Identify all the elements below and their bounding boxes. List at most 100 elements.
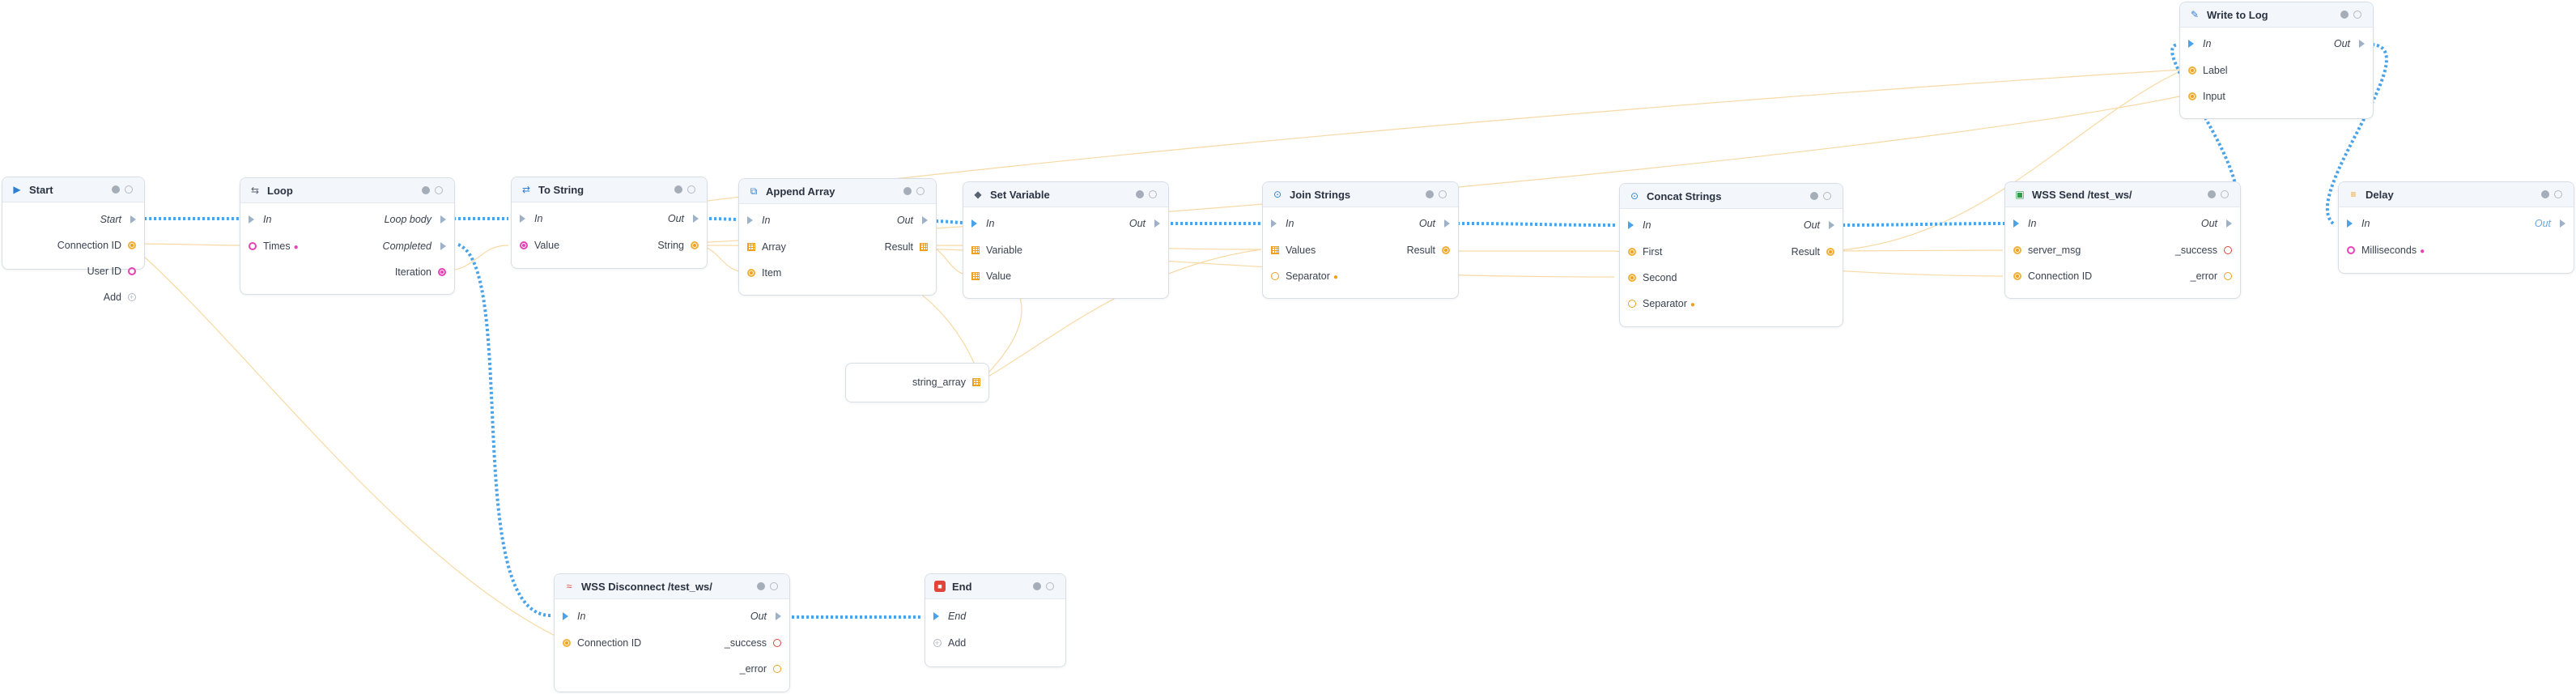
settings-icon[interactable]: [435, 186, 443, 194]
port-connection-id[interactable]: Connection ID: [555, 637, 668, 649]
exec-pin-icon[interactable]: [1829, 221, 1834, 229]
data-pin-icon[interactable]: [2224, 272, 2232, 280]
data-pin-icon[interactable]: [2188, 92, 2196, 100]
port-in[interactable]: In: [739, 214, 820, 227]
settings-icon[interactable]: [2554, 190, 2562, 198]
port-iteration[interactable]: Iteration: [333, 266, 454, 279]
info-icon[interactable]: [757, 582, 765, 590]
concat-strings-node[interactable]: ⊙ Concat Strings In First Second Separat…: [1619, 183, 1843, 327]
port-completed[interactable]: Completed: [333, 240, 454, 253]
exec-pin-icon[interactable]: [2013, 219, 2019, 228]
exec-pin-icon[interactable]: [1154, 219, 1160, 228]
port-first[interactable]: First: [1620, 245, 1709, 258]
info-icon[interactable]: [674, 185, 682, 194]
settings-icon[interactable]: [1046, 582, 1054, 590]
port-end-in[interactable]: End: [925, 610, 1006, 623]
port-add[interactable]: Add: [925, 637, 1006, 649]
delay-node-header[interactable]: ≡ Delay: [2339, 182, 2574, 207]
port-connection-id[interactable]: Connection ID: [2005, 270, 2119, 283]
data-pin-icon[interactable]: [128, 267, 136, 275]
data-pin-icon[interactable]: [438, 268, 446, 276]
port-item[interactable]: Item: [739, 266, 820, 279]
port-user-id[interactable]: User ID: [2, 265, 144, 278]
exec-pin-icon[interactable]: [130, 215, 136, 224]
exec-pin-icon[interactable]: [776, 612, 781, 620]
info-icon[interactable]: [2541, 190, 2549, 198]
info-icon[interactable]: [1033, 582, 1041, 590]
data-pin-icon[interactable]: [520, 241, 528, 249]
port-milliseconds[interactable]: Milliseconds●: [2339, 244, 2460, 257]
array-pin-icon[interactable]: [972, 378, 980, 386]
info-icon[interactable]: [2208, 190, 2216, 198]
data-pin-icon[interactable]: [1442, 246, 1450, 254]
exec-pin-icon[interactable]: [2347, 219, 2353, 228]
write-to-log-node-header[interactable]: ✎ Write to Log: [2180, 2, 2373, 28]
exec-pin-icon[interactable]: [520, 215, 525, 223]
exec-pin-icon[interactable]: [693, 215, 699, 223]
port-value[interactable]: Value: [512, 239, 593, 252]
port-string[interactable]: String: [618, 239, 707, 252]
array-pin-icon[interactable]: [971, 272, 980, 280]
wss-send-node[interactable]: ▣ WSS Send /test_ws/ In server_msg Conne…: [2004, 181, 2241, 299]
port-second[interactable]: Second: [1620, 271, 1709, 284]
data-pin-icon[interactable]: [2347, 246, 2355, 254]
data-pin-icon[interactable]: [773, 639, 781, 647]
port-value[interactable]: Value: [963, 270, 1052, 283]
write-to-log-node[interactable]: ✎ Write to Log In Label Input Out: [2179, 2, 2374, 119]
port-in[interactable]: In: [2005, 217, 2086, 230]
end-node[interactable]: ■ End End Add: [925, 573, 1066, 667]
port-out[interactable]: Out: [847, 214, 936, 227]
port-out[interactable]: Out: [1087, 217, 1168, 230]
exec-pin-icon[interactable]: [971, 219, 977, 228]
port-connection-id[interactable]: Connection ID: [2, 239, 144, 252]
exec-pin-icon[interactable]: [2359, 40, 2365, 48]
exec-pin-icon[interactable]: [2188, 40, 2194, 48]
join-strings-node[interactable]: ⊙ Join Strings In Values Separator● Out …: [1262, 181, 1459, 299]
data-pin-icon[interactable]: [1628, 274, 1636, 282]
info-icon[interactable]: [903, 187, 912, 195]
exec-pin-icon[interactable]: [440, 242, 446, 250]
array-pin-icon[interactable]: [920, 243, 928, 251]
start-node[interactable]: ▶ Start Start Connection ID User ID Add: [2, 177, 145, 304]
port-error[interactable]: _error: [700, 662, 789, 675]
wss-send-node-header[interactable]: ▣ WSS Send /test_ws/: [2005, 182, 2240, 207]
data-pin-icon[interactable]: [1826, 248, 1834, 256]
data-pin-icon[interactable]: [1271, 272, 1279, 280]
settings-icon[interactable]: [770, 582, 778, 590]
port-in[interactable]: In: [240, 213, 338, 226]
port-error[interactable]: _error: [2151, 270, 2240, 283]
exec-pin-icon[interactable]: [2226, 219, 2232, 228]
to-string-node[interactable]: ⇄ To String In Value Out String: [511, 177, 708, 269]
port-out[interactable]: Out: [1762, 219, 1843, 232]
exec-pin-icon[interactable]: [440, 215, 446, 224]
port-label[interactable]: Label: [2180, 64, 2261, 77]
exec-pin-icon[interactable]: [922, 216, 928, 224]
array-pin-icon[interactable]: [971, 246, 980, 254]
port-success[interactable]: _success: [700, 637, 789, 649]
string-array-variable-node[interactable]: string_array: [845, 363, 989, 402]
data-pin-icon[interactable]: [128, 241, 136, 249]
array-pin-icon[interactable]: [1271, 246, 1279, 254]
set-variable-node-header[interactable]: ◆ Set Variable: [963, 182, 1168, 207]
add-pin-icon[interactable]: [128, 291, 136, 304]
data-pin-icon[interactable]: [1628, 300, 1636, 308]
append-array-node[interactable]: ⧉ Append Array In Array Item Out Result: [738, 178, 937, 296]
settings-icon[interactable]: [1823, 192, 1831, 200]
loop-node[interactable]: ⇆ Loop In Times● Loop body Completed Ite…: [240, 177, 455, 295]
data-pin-icon[interactable]: [773, 665, 781, 673]
settings-icon[interactable]: [125, 185, 133, 194]
port-add[interactable]: Add: [2, 291, 144, 304]
exec-pin-icon[interactable]: [2560, 219, 2565, 228]
data-pin-icon[interactable]: [2013, 246, 2021, 254]
add-pin-icon[interactable]: [933, 637, 942, 649]
settings-icon[interactable]: [1149, 190, 1157, 198]
info-icon[interactable]: [1810, 192, 1818, 200]
exec-pin-icon[interactable]: [933, 612, 939, 620]
exec-pin-icon[interactable]: [747, 216, 753, 224]
data-pin-icon[interactable]: [2224, 246, 2232, 254]
append-array-node-header[interactable]: ⧉ Append Array: [739, 179, 936, 204]
port-in[interactable]: In: [1263, 217, 1344, 230]
port-in[interactable]: In: [2339, 217, 2420, 230]
port-out[interactable]: Out: [618, 212, 707, 225]
